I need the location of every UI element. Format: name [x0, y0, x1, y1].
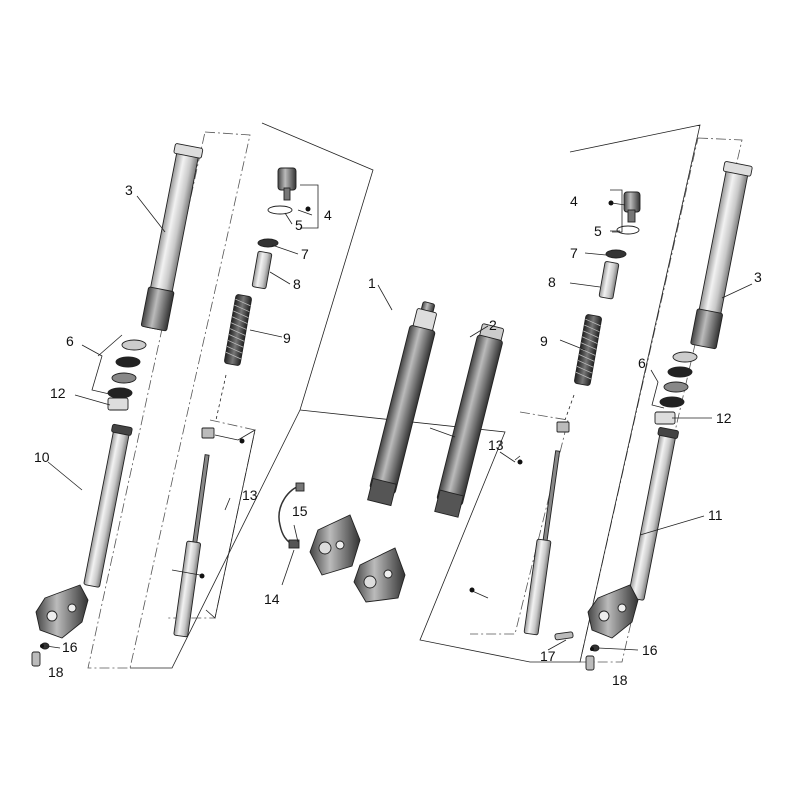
callout-4-right: 4: [570, 193, 578, 209]
right-fork-assembly: [554, 161, 753, 671]
spring-left: [224, 294, 252, 366]
callout-3-right: 3: [754, 269, 762, 285]
right-cartridge-assembly: [523, 191, 641, 636]
spring-centerline-left: [215, 374, 227, 421]
callout-16-left: 16: [62, 639, 78, 655]
callout-6-left: 6: [66, 333, 74, 349]
upper-tube-right: [690, 161, 753, 350]
frame-right-rod: [470, 411, 569, 635]
spring-right: [574, 314, 602, 386]
frame-left-rod: [168, 419, 256, 619]
callout-dots: [40, 200, 614, 651]
o-ring-cap-right: [616, 225, 640, 235]
callout-8-left: 8: [293, 276, 301, 292]
callout-13-center: 13: [488, 437, 504, 453]
callout-12-left: 12: [50, 385, 66, 401]
callout-15: 15: [292, 503, 308, 519]
o-ring-cap-left: [267, 205, 293, 215]
callout-labels: 3 6 12 10 16 18 4 5 7 8 9 13 1 2 13 15 1…: [34, 182, 762, 688]
washer-right: [605, 249, 627, 259]
callout-4-left: 4: [324, 207, 332, 223]
cap-left: [277, 167, 297, 201]
callout-7-left: 7: [301, 246, 309, 262]
callout-1: 1: [368, 275, 376, 291]
left-cartridge-assembly: [173, 167, 297, 638]
spacer-right: [598, 261, 620, 300]
frame-left-outer: [87, 131, 251, 669]
sensor-cable: [278, 482, 305, 549]
callout-18-left: 18: [48, 664, 64, 680]
bolt-left: [31, 651, 41, 667]
callout-8-right: 8: [548, 274, 556, 290]
callout-5-right: 5: [594, 223, 602, 239]
callout-17: 17: [540, 648, 556, 664]
caliper-mount-left: [35, 584, 89, 639]
cap-right: [623, 191, 641, 223]
seal-kit-left: [107, 339, 147, 399]
spacer-left: [251, 250, 273, 290]
callout-16-right: 16: [642, 642, 658, 658]
group-frames: [87, 122, 743, 669]
bolt-right: [585, 655, 595, 671]
spring-centerline-right: [564, 394, 575, 421]
callout-5-left: 5: [295, 217, 303, 233]
callout-12-right: 12: [716, 410, 732, 426]
caliper-mount-right: [587, 584, 639, 639]
callout-14: 14: [264, 591, 280, 607]
seal-kit-right: [659, 351, 698, 408]
callout-6-right: 6: [638, 355, 646, 371]
leader-lines: [45, 184, 753, 651]
callout-18-right: 18: [612, 672, 628, 688]
callout-13-left: 13: [242, 487, 258, 503]
callout-7-right: 7: [570, 245, 578, 261]
rod-nut-left: [201, 427, 215, 439]
frame-right-inner: [299, 124, 701, 663]
callout-9-right: 9: [540, 333, 548, 349]
rod-nut-right: [556, 421, 570, 433]
axle-pin: [554, 631, 574, 641]
fork-leg-1: [309, 301, 437, 576]
callout-10: 10: [34, 449, 50, 465]
callout-11: 11: [708, 507, 723, 523]
callout-2: 2: [489, 317, 497, 333]
lower-tube-right: [628, 427, 679, 601]
callout-3-left: 3: [125, 182, 133, 198]
callout-9-left: 9: [283, 330, 291, 346]
fork-leg-2: [353, 323, 504, 603]
lower-tube-left: [83, 423, 133, 588]
damper-rod-right: [523, 450, 561, 636]
damper-rod-left: [173, 454, 210, 638]
upper-tube-left: [140, 143, 204, 332]
bushing-left: [107, 397, 129, 411]
left-fork-assembly: [31, 143, 204, 667]
